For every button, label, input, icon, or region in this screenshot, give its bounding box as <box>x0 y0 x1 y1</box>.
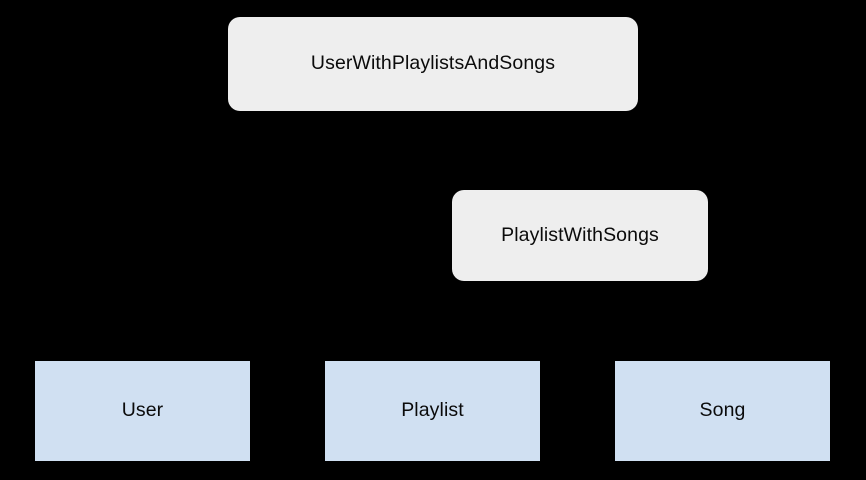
node-label-playlist-with-songs: PlaylistWithSongs <box>501 223 659 246</box>
node-label-song: Song <box>699 399 746 422</box>
node-label-user: User <box>121 399 164 422</box>
node-user[interactable]: User <box>35 361 250 461</box>
node-label-user-with-playlists-and-songs: UserWithPlaylistsAndSongs <box>310 52 556 75</box>
edge-userwithplaylistsandsongs-to-user <box>141 111 434 361</box>
edge-playlistwithsongs-to-song <box>579 281 723 361</box>
edge-userwithplaylistsandsongs-to-playlistwithsongs <box>432 111 581 190</box>
node-user-with-playlists-and-songs[interactable]: UserWithPlaylistsAndSongs <box>228 17 638 111</box>
node-playlist-with-songs[interactable]: PlaylistWithSongs <box>452 190 708 281</box>
node-song[interactable]: Song <box>615 361 830 461</box>
node-label-playlist: Playlist <box>401 399 464 422</box>
node-playlist[interactable]: Playlist <box>325 361 540 461</box>
edge-playlistwithsongs-to-playlist <box>432 281 581 361</box>
